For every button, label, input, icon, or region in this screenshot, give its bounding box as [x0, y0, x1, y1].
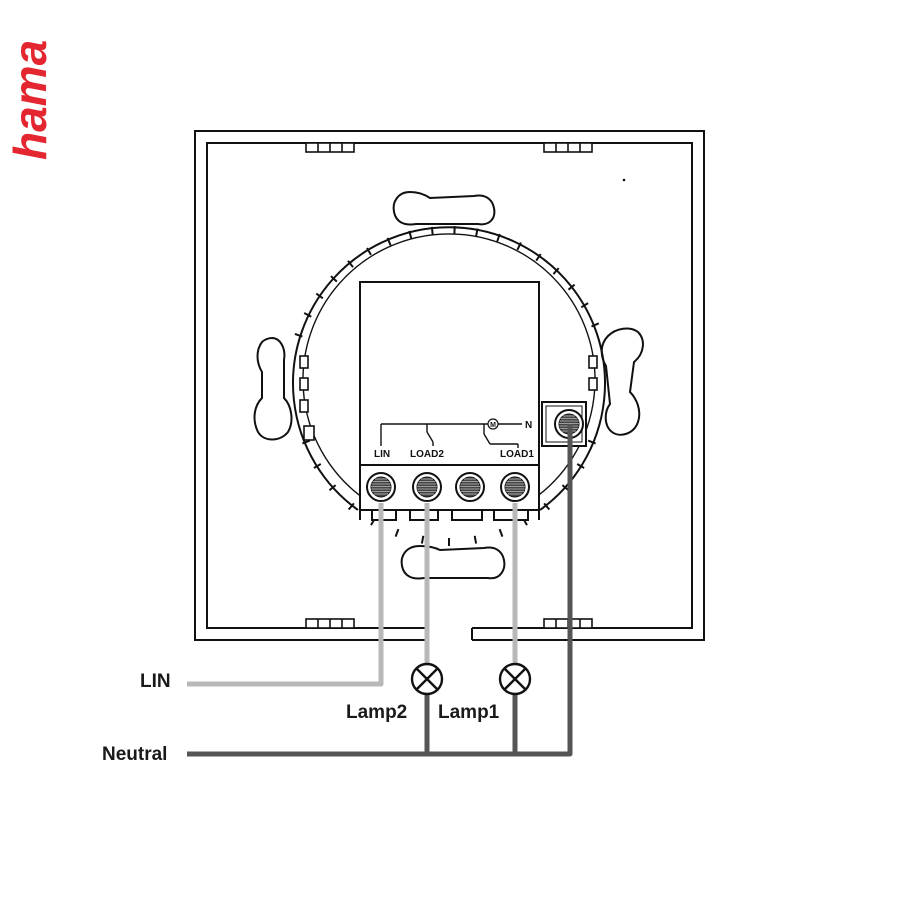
- body-tick: [328, 484, 337, 492]
- body-tick: [516, 242, 522, 251]
- neutral-mark: N: [525, 420, 532, 431]
- terminal-screw: [455, 472, 485, 502]
- body-tick: [313, 463, 322, 469]
- body-tick: [535, 253, 542, 262]
- slot-top: [392, 190, 496, 226]
- body-tick: [473, 535, 478, 544]
- wire-neutral-main: [187, 424, 573, 757]
- body-tick: [330, 275, 338, 283]
- body-tick: [347, 260, 354, 268]
- label-neutral: Neutral: [102, 744, 167, 765]
- terminal-screw: [366, 472, 396, 502]
- body-tick: [430, 226, 434, 235]
- motor-symbol-circle: [487, 418, 499, 430]
- relay-module: [359, 281, 540, 466]
- brand-logo: hama: [4, 40, 56, 160]
- body-tick: [587, 439, 596, 445]
- slot-bottom: [400, 544, 506, 580]
- body-tick: [394, 528, 400, 537]
- body-tick: [591, 322, 600, 328]
- terminal-label-lin: LIN: [374, 449, 390, 460]
- wire-lin: [187, 503, 384, 687]
- terminal-screws: [366, 472, 530, 502]
- body-circle: [292, 226, 606, 511]
- terminal-screw: [500, 472, 530, 502]
- external-wiring: [187, 424, 573, 757]
- body-tick: [302, 439, 311, 445]
- body-tick: [408, 230, 413, 239]
- body-tick: [386, 237, 392, 246]
- body-tick: [315, 292, 324, 300]
- motor-symbol-text: M: [490, 422, 496, 429]
- terminal-label-load1: LOAD1: [500, 449, 534, 460]
- body-tick: [496, 233, 501, 242]
- terminal-label-load2: LOAD2: [410, 449, 444, 460]
- brand-logo-text: hama: [4, 40, 56, 160]
- body-tick: [498, 528, 504, 537]
- terminal-screw: [412, 472, 442, 502]
- side-tabs: [299, 355, 598, 441]
- body-tick: [366, 247, 372, 256]
- body-tick: [552, 267, 560, 275]
- label-lamp1: Lamp1: [438, 702, 500, 723]
- body-tick: [347, 502, 355, 511]
- frame-cable-opening: [427, 624, 473, 642]
- body-ticks: [294, 226, 600, 546]
- lamp2-symbol: [410, 662, 444, 696]
- neutral-terminal: [541, 401, 587, 447]
- circuit-schematic: [380, 423, 522, 448]
- body-tick: [294, 332, 303, 338]
- lamp1-symbol: [498, 662, 532, 696]
- body-tick: [543, 502, 551, 511]
- marker-dot: [622, 178, 626, 182]
- body-tick: [561, 484, 570, 492]
- body-tick: [567, 283, 576, 291]
- body-tick: [576, 463, 585, 469]
- body-tick: [303, 312, 312, 318]
- slot-left: [253, 336, 293, 441]
- body-tick: [580, 302, 589, 309]
- label-lamp2: Lamp2: [346, 702, 407, 723]
- body-tick: [475, 228, 479, 237]
- slot-right: [600, 327, 644, 436]
- body-tick: [420, 535, 425, 544]
- label-lin: LIN: [140, 671, 171, 692]
